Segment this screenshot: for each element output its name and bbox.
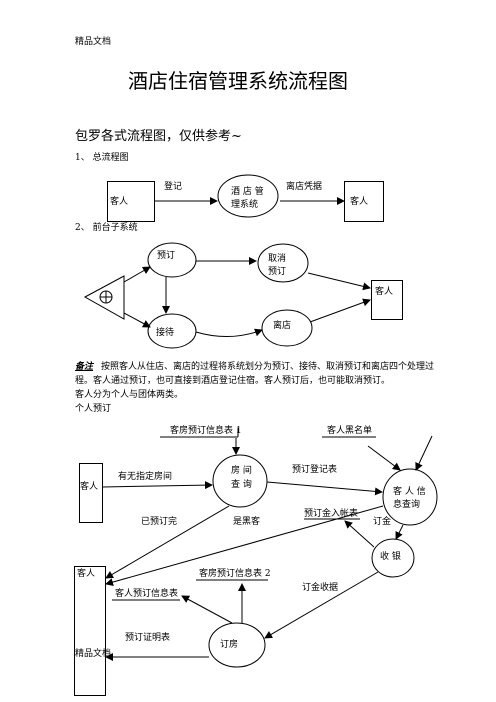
guest-label-top: 客人 xyxy=(80,482,99,492)
checkin-node-label: 接待 xyxy=(156,328,175,338)
flow-label-checkout-receipt: 离店凭据 xyxy=(286,182,323,192)
store-blacklist: 客人黑名单 xyxy=(327,426,373,436)
guest-info-node-label: 客 人 信 息查询 xyxy=(393,487,426,510)
store-room-booking-2: 客房预订信息表 2 xyxy=(199,569,271,579)
page-title: 酒店住宿管理系统流程图 xyxy=(128,69,348,93)
flow-label-fully-booked: 已预订完 xyxy=(141,517,178,527)
note-line-1: 按照客人从住店、离店的过程将系统划分为预订、接待、取消预订和离店四个处理过 xyxy=(101,362,435,372)
room-query-node-label: 房 间 查 询 xyxy=(231,466,252,490)
flow-label-deposit: 订金 xyxy=(373,517,392,527)
page-footer: 精品文档 xyxy=(75,649,112,659)
store-guest-booking-info: 客人预订信息表 xyxy=(115,589,179,599)
guest-box-top xyxy=(79,463,103,523)
section2-heading: 2、 前台子系统 xyxy=(75,223,138,233)
booking-node-label-sec3: 订房 xyxy=(220,640,239,650)
flow-label-no-room: 有无指定房间 xyxy=(118,472,173,482)
page-subtitle: 包罗各式流程图，仅供参考~ xyxy=(75,129,242,144)
section1-heading: 1、 总流程图 xyxy=(75,153,129,163)
flow-label-blacklisted: 是黑客 xyxy=(233,517,261,527)
guest-box-bottom xyxy=(74,566,106,696)
flow-label-deposit-receipt: 订金收据 xyxy=(302,583,339,593)
guest-label-right: 客人 xyxy=(350,197,369,207)
note-line-2: 程。客人通过预订，也可直接到酒店登记住宿。客人预订后，也可能取消预订。 xyxy=(75,376,391,386)
flow-label-register: 登记 xyxy=(164,182,183,192)
flow-label-booking-cert: 预订证明表 xyxy=(125,633,171,643)
guest-label-bottom: 客人 xyxy=(77,569,96,579)
cashier-node-label: 收 银 xyxy=(380,552,401,562)
note-line-4: 个人预订 xyxy=(75,404,112,414)
note-line-3: 客人分为个人与团体两类。 xyxy=(75,390,184,400)
flow-label-reg-form: 预订登记表 xyxy=(292,465,338,475)
note-label: 备注 xyxy=(75,362,94,372)
guest-label-left: 客人 xyxy=(110,197,129,207)
booking-node-label: 预订 xyxy=(157,251,176,261)
page-header: 精品文档 xyxy=(75,37,112,47)
guest-box-left xyxy=(107,181,155,222)
system-node-label: 酒 店 管 理系统 xyxy=(231,187,264,210)
guest-box-right xyxy=(344,181,384,222)
cancel-node-label: 取消 预订 xyxy=(268,254,287,277)
checkout-node-label: 离店 xyxy=(273,321,292,331)
store-room-booking-1: 客房预订信息表 1 xyxy=(170,426,242,436)
guest-label-sec2: 客人 xyxy=(375,287,394,297)
store-deposit-ledger: 预订金入帐表 xyxy=(304,509,359,519)
guest-box-sec2 xyxy=(371,280,403,320)
